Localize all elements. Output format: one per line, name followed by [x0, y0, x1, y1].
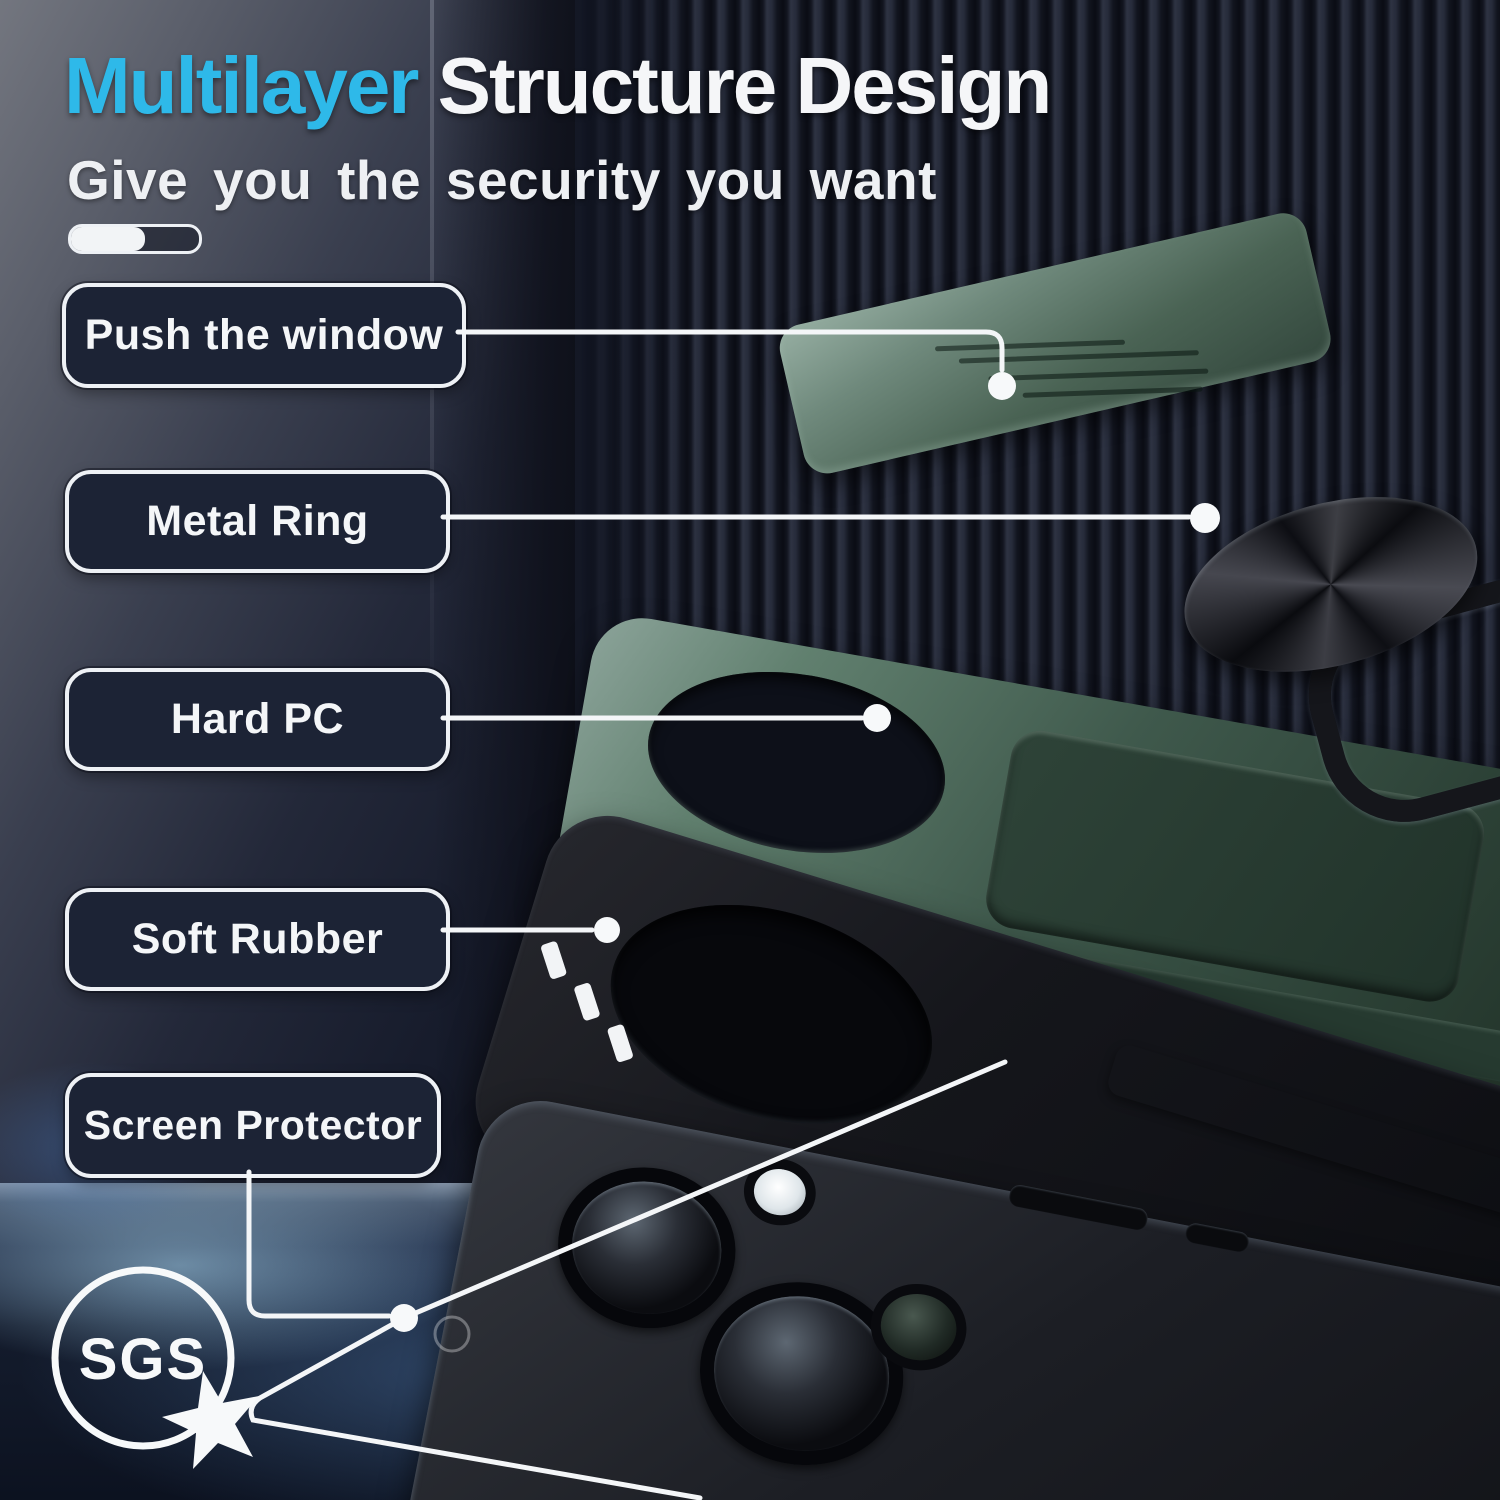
callout-pill-soft-rubber: Soft Rubber	[65, 888, 450, 991]
callout-label: Push the window	[84, 311, 444, 359]
callout-label: Metal Ring	[146, 497, 369, 545]
callout-label: Hard PC	[170, 695, 345, 743]
leader-line-sgs	[248, 1059, 1008, 1500]
title-rest: Structure Design	[417, 41, 1053, 130]
leader-line-push-window	[455, 329, 1005, 373]
sgs-circle	[51, 1266, 235, 1450]
callout-pill-metal-ring: Metal Ring	[65, 470, 450, 573]
callout-dot	[988, 372, 1016, 400]
callout-dot	[594, 917, 620, 943]
callout-pill-screen-protector: Screen Protector	[65, 1073, 441, 1178]
callout-dot	[863, 704, 891, 732]
page-title: Multilayer Structure Design	[64, 40, 1053, 132]
callout-pill-hard-pc: Hard PC	[65, 668, 450, 771]
callout-label: Screen Protector	[83, 1102, 423, 1148]
star-icon	[162, 1371, 259, 1469]
loading-bar-fill	[71, 227, 146, 251]
floor-ring-reflection	[433, 1315, 471, 1353]
sgs-label: SGS	[79, 1327, 208, 1392]
callout-dot	[1190, 503, 1220, 533]
page-subtitle: Give you the security you want	[67, 149, 937, 211]
leader-line-screen-protector	[246, 1169, 392, 1319]
callout-label: Soft Rubber	[131, 915, 384, 963]
loading-bar	[68, 224, 202, 254]
callout-dot	[390, 1304, 418, 1332]
sgs-badge: SGS	[51, 1266, 259, 1469]
title-accent: Multilayer	[64, 41, 419, 130]
callout-pill-push-window: Push the window	[62, 283, 466, 388]
